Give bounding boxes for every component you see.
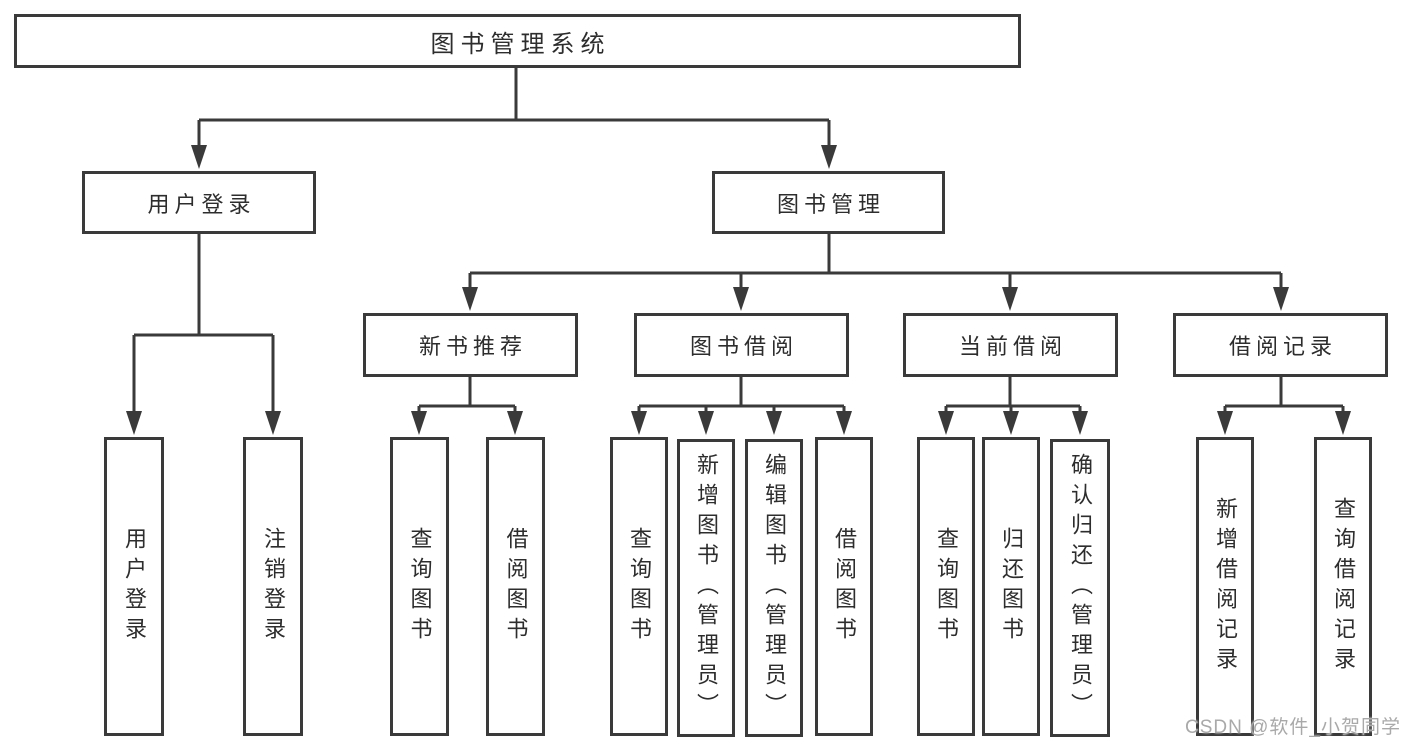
leaf-return-books: 归还图书: [982, 437, 1040, 736]
leaf-logout: 注销登录: [243, 437, 303, 736]
node-book-borrowing-label: 图书借阅: [689, 334, 798, 359]
leaf-edit-book-admin: 编辑图书（管理员）: [745, 439, 803, 737]
leaf-confirm-return-admin-label: 确认归还（管理员）: [1068, 453, 1093, 723]
node-user-login: 用户登录: [82, 171, 316, 234]
leaf-user-login: 用户登录: [104, 437, 164, 736]
leaf-borrow-books-recommend: 借阅图书: [486, 437, 545, 736]
leaf-query-books-current: 查询图书: [917, 437, 975, 736]
leaf-add-book-admin-label: 新增图书（管理员）: [694, 453, 719, 723]
node-book-borrowing: 图书借阅: [634, 313, 849, 377]
node-new-book-recommendation: 新书推荐: [363, 313, 578, 377]
node-borrowing-records: 借阅记录: [1173, 313, 1388, 377]
node-book-management: 图书管理: [712, 171, 945, 234]
leaf-add-book-admin: 新增图书（管理员）: [677, 439, 735, 737]
leaf-query-books-borrowing-label: 查询图书: [627, 526, 652, 647]
leaf-borrow-books-recommend-label: 借阅图书: [503, 526, 529, 647]
leaf-query-borrow-record: 查询借阅记录: [1314, 437, 1372, 736]
leaf-add-borrow-record: 新增借阅记录: [1196, 437, 1254, 736]
node-library-system-label: 图书管理系统: [430, 30, 611, 58]
leaf-query-books-borrowing: 查询图书: [610, 437, 668, 736]
node-borrowing-records-label: 借阅记录: [1228, 334, 1337, 359]
node-library-system: 图书管理系统: [14, 14, 1021, 68]
leaf-query-books-recommend-label: 查询图书: [407, 526, 433, 647]
leaf-borrow-books-borrowing: 借阅图书: [815, 437, 873, 736]
watermark: CSDN @软件_小贺同学: [1185, 717, 1401, 738]
leaf-query-borrow-record-label: 查询借阅记录: [1331, 496, 1356, 677]
leaf-confirm-return-admin: 确认归还（管理员）: [1050, 439, 1110, 737]
node-current-borrowing: 当前借阅: [903, 313, 1118, 377]
leaf-user-login-label: 用户登录: [122, 526, 147, 647]
node-current-borrowing-label: 当前借阅: [958, 334, 1067, 359]
leaf-query-books-current-label: 查询图书: [934, 526, 959, 647]
leaf-borrow-books-borrowing-label: 借阅图书: [832, 526, 857, 647]
node-new-book-recommendation-label: 新书推荐: [418, 334, 527, 359]
leaf-return-books-label: 归还图书: [999, 526, 1024, 647]
leaf-query-books-recommend: 查询图书: [390, 437, 449, 736]
node-user-login-label: 用户登录: [147, 191, 256, 217]
node-book-management-label: 图书管理: [776, 191, 885, 217]
leaf-edit-book-admin-label: 编辑图书（管理员）: [762, 453, 787, 723]
leaf-add-borrow-record-label: 新增借阅记录: [1213, 496, 1238, 677]
leaf-logout-label: 注销登录: [261, 526, 286, 647]
